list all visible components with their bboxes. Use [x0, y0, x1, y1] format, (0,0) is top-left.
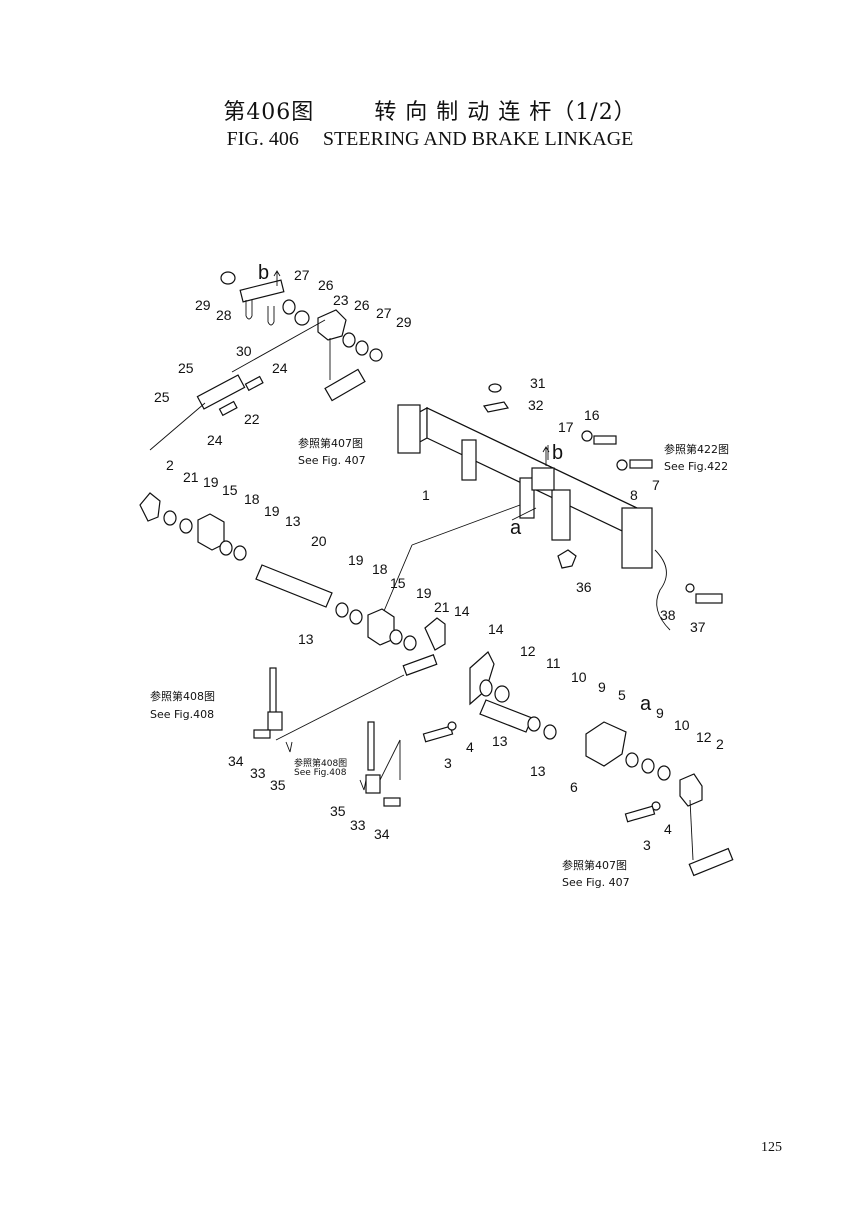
ref-fig422-cn: 参照第422图	[664, 442, 729, 456]
part-callout-14: 14	[488, 621, 504, 637]
part-callout-35: 35	[330, 803, 346, 819]
part-callout-11: 11	[546, 655, 561, 671]
part-callout-26: 26	[354, 297, 370, 313]
figure-caption-en: STEERING AND BRAKE LINKAGE	[322, 128, 634, 150]
figure-number-cn: 第406图	[223, 100, 315, 125]
upper-pivot-assembly	[149, 271, 383, 451]
arrow-up-icon	[542, 446, 550, 466]
part-callout-29: 29	[396, 314, 412, 330]
part-callout-13: 13	[285, 513, 301, 529]
part-callout-28: 28	[216, 307, 232, 323]
figure-title-chinese: 第406图 转 向 制 动 连 杆（1/2）	[0, 94, 860, 126]
part-callout-33: 33	[350, 817, 366, 833]
part-callout-33: 33	[250, 765, 266, 781]
page-number: 125	[761, 1140, 782, 1155]
part-callout-27: 27	[376, 305, 392, 321]
part-callout-37: 37	[690, 619, 706, 635]
part-callout-25: 25	[154, 389, 170, 405]
right-lever-assembly	[399, 651, 734, 877]
part-callout-12: 12	[520, 643, 536, 659]
part-callout-34: 34	[374, 826, 390, 842]
part-callout-9: 9	[598, 679, 606, 695]
part-callout-31: 31	[530, 375, 546, 391]
figure-caption-cn: 转 向 制 动 连 杆（1/2）	[374, 100, 637, 125]
ref-fig408-en-lower: See Fig.408	[294, 768, 347, 778]
view-marker-a-bracket: a	[640, 693, 652, 715]
part-callout-8: 8	[630, 487, 638, 503]
part-callout-3: 3	[444, 755, 452, 771]
part-callout-19: 19	[203, 474, 219, 490]
part-callout-10: 10	[571, 669, 587, 685]
main-frame	[397, 383, 723, 631]
part-callout-2: 2	[716, 736, 724, 752]
part-callout-30: 30	[236, 343, 252, 359]
view-marker-a-frame: a	[510, 517, 522, 539]
part-callout-24: 24	[272, 360, 288, 376]
ref-fig422-en: See Fig.422	[664, 460, 728, 473]
part-callout-14: 14	[454, 603, 470, 619]
part-callout-4: 4	[664, 821, 672, 837]
ref-fig407-cn-lower: 参照第407图	[562, 858, 627, 872]
part-callout-15: 15	[390, 575, 406, 591]
part-callout-15: 15	[222, 482, 238, 498]
lower-rod-assembly	[253, 667, 405, 807]
view-marker-b-frame: b	[552, 442, 563, 464]
part-callout-29: 29	[195, 297, 211, 313]
ref-fig407-cn-upper: 参照第407图	[298, 436, 363, 450]
part-callout-18: 18	[244, 491, 260, 507]
part-callout-22: 22	[244, 411, 260, 427]
part-callout-7: 7	[652, 477, 660, 493]
part-callout-6: 6	[570, 779, 578, 795]
part-callout-24: 24	[207, 432, 223, 448]
left-cross-shaft	[139, 492, 521, 676]
ref-fig408-cn-lower: 参照第408图	[294, 757, 347, 769]
ref-fig407-en-upper: See Fig. 407	[298, 454, 366, 467]
ref-fig408-en-left: See Fig.408	[150, 708, 214, 721]
part-callout-19: 19	[416, 585, 432, 601]
part-callout-13: 13	[530, 763, 546, 779]
part-callout-32: 32	[528, 397, 544, 413]
figure-title-english: FIG. 406 STEERING AND BRAKE LINKAGE	[0, 128, 860, 151]
part-callout-10: 10	[674, 717, 690, 733]
part-callout-13: 13	[298, 631, 314, 647]
part-callout-13: 13	[492, 733, 508, 749]
view-marker-b-upper: b	[258, 262, 269, 284]
part-callout-25: 25	[178, 360, 194, 376]
figure-number-en: FIG. 406	[226, 128, 299, 150]
part-callout-18: 18	[372, 561, 388, 577]
part-callout-16: 16	[584, 407, 600, 423]
part-callout-19: 19	[348, 552, 364, 568]
part-callout-2: 2	[166, 457, 174, 473]
part-callout-23: 23	[333, 292, 349, 308]
ref-fig408-cn-left: 参照第408图	[150, 689, 215, 703]
part-callout-21: 21	[434, 599, 450, 615]
ref-fig407-en-lower: See Fig. 407	[562, 876, 630, 889]
part-callout-27: 27	[294, 267, 310, 283]
part-callout-20: 20	[311, 533, 327, 549]
part-callout-4: 4	[466, 739, 474, 755]
part-callout-12: 12	[696, 729, 712, 745]
arrow-up-icon	[273, 270, 281, 286]
part-callout-5: 5	[618, 687, 626, 703]
part-callout-36: 36	[576, 579, 592, 595]
part-callout-26: 26	[318, 277, 334, 293]
part-callout-38: 38	[660, 607, 676, 623]
part-callout-1: 1	[422, 487, 430, 503]
part-callout-35: 35	[270, 777, 286, 793]
part-callout-3: 3	[643, 837, 651, 853]
part-callout-17: 17	[558, 419, 574, 435]
part-callout-34: 34	[228, 753, 244, 769]
part-callout-9: 9	[656, 705, 664, 721]
part-callout-21: 21	[183, 469, 199, 485]
part-callout-19: 19	[264, 503, 280, 519]
